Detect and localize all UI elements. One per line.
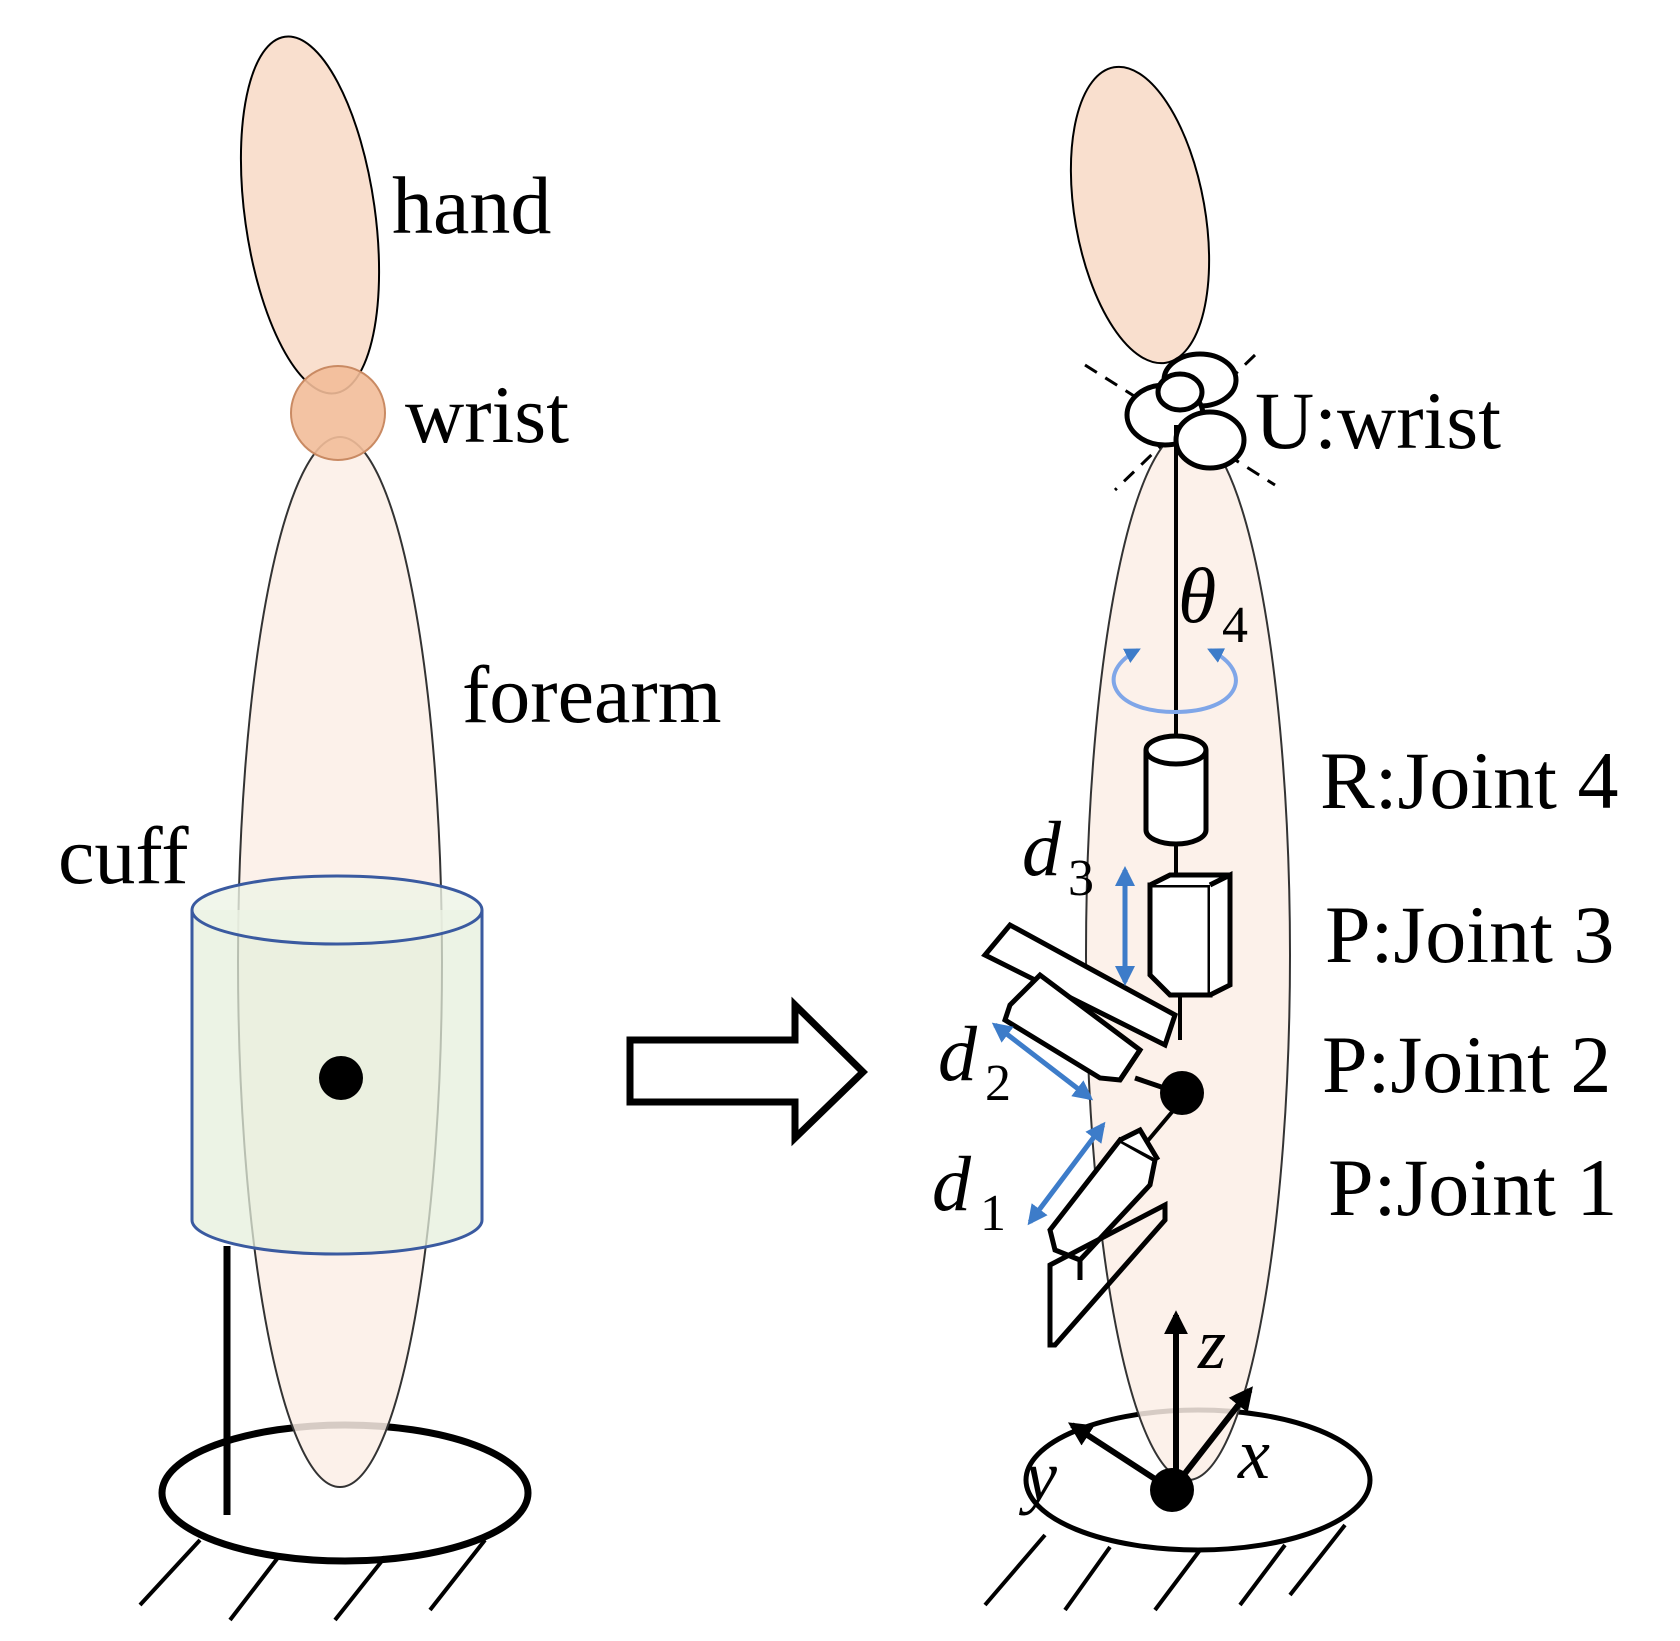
- label-axis-x: x: [1237, 1414, 1270, 1494]
- right-model-figure: [981, 65, 1373, 1612]
- d3-subscript: 3: [1068, 850, 1094, 907]
- d2-symbol: d: [938, 1010, 978, 1097]
- label-joint-2: P:Joint 2: [1322, 1019, 1611, 1110]
- axis-y-arrow: [1067, 1422, 1174, 1493]
- label-joint-4: R:Joint 4: [1320, 735, 1618, 826]
- label-d3: d 3: [1022, 805, 1094, 907]
- label-axis-z: z: [1197, 1304, 1226, 1384]
- theta-subscript: 4: [1222, 597, 1248, 654]
- d1-displacement-arrow: [1027, 1121, 1106, 1226]
- d1-symbol: d: [932, 1140, 972, 1227]
- right-hand: [1069, 65, 1211, 365]
- label-joint-3: P:Joint 3: [1325, 889, 1614, 980]
- left-ground-hatch: [138, 1538, 487, 1622]
- axis-x-arrow: [1169, 1386, 1253, 1492]
- guide-plate-j2: [981, 921, 1179, 1049]
- d2-subscript: 2: [985, 1055, 1011, 1112]
- label-d2: d 2: [938, 1010, 1011, 1112]
- d1-subscript: 1: [980, 1185, 1006, 1242]
- rotation-arrow-theta4: [1111, 648, 1238, 715]
- label-forearm: forearm: [462, 649, 722, 740]
- left-hand: [239, 35, 381, 395]
- left-cuff-center-point: [319, 1056, 363, 1100]
- central-joint-point: [1160, 1071, 1204, 1115]
- d3-symbol: d: [1022, 805, 1062, 892]
- left-wrist-joint: [290, 365, 386, 461]
- revolute-joint-4: [1143, 733, 1209, 847]
- label-cuff: cuff: [58, 810, 189, 901]
- label-joint-1: P:Joint 1: [1328, 1142, 1617, 1233]
- prismatic-joint-3: [1147, 870, 1233, 998]
- universal-wrist-joint: [1084, 351, 1276, 492]
- label-theta4: θ 4: [1178, 552, 1248, 654]
- label-wrist: wrist: [405, 369, 569, 460]
- guide-plate-j1: [1047, 1200, 1168, 1348]
- label-hand: hand: [392, 160, 551, 251]
- left-arm-figure: [138, 35, 532, 1622]
- label-axis-y: y: [1018, 1436, 1057, 1516]
- transform-arrow: [626, 996, 869, 1147]
- label-u-wrist: U:wrist: [1255, 375, 1501, 466]
- label-d1: d 1: [932, 1140, 1006, 1242]
- theta-symbol: θ: [1178, 552, 1216, 639]
- d2-displacement-arrow: [991, 1022, 1094, 1101]
- right-ground-hatch: [983, 1523, 1347, 1612]
